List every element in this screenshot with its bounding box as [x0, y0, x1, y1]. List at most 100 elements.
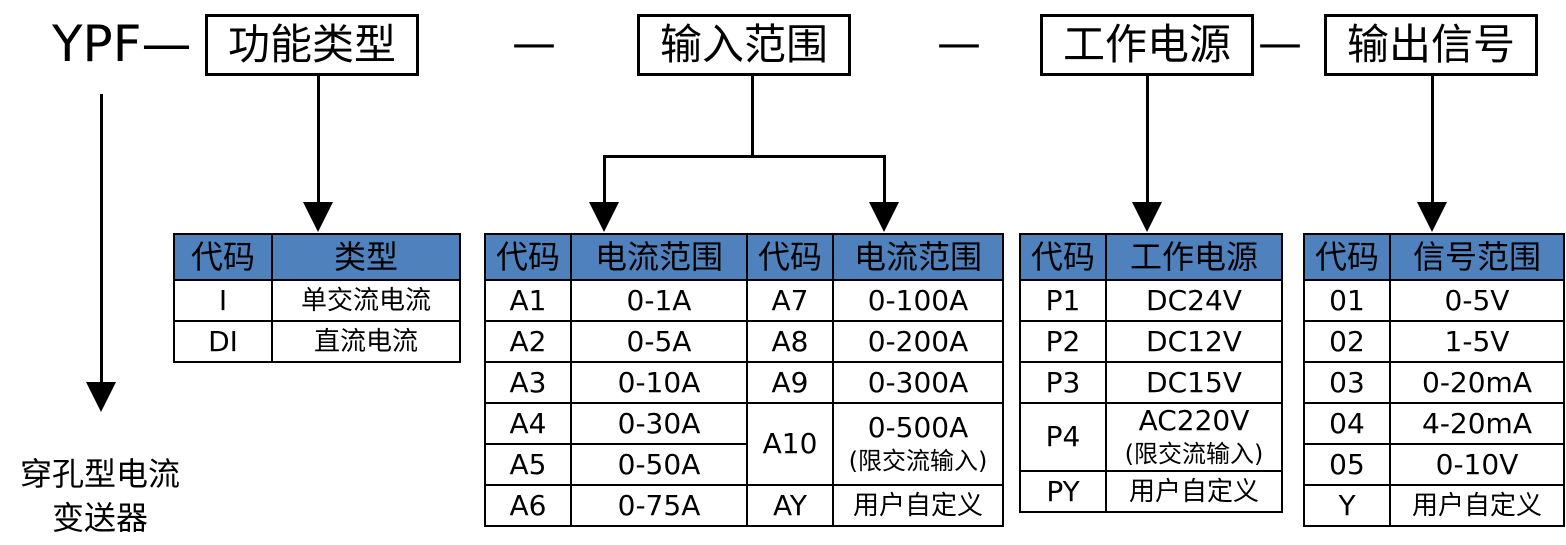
model-prefix: YPF— — [52, 15, 192, 73]
power-arrow-head — [1132, 202, 1162, 232]
power-connector-line — [1146, 76, 1149, 204]
output-signal-box: 输出信号 — [1324, 14, 1538, 76]
table-row: 02 1-5V — [1303, 320, 1565, 363]
table-row: P3 DC15V — [1019, 361, 1283, 404]
code-cell: A7 — [746, 279, 834, 322]
a10-range-note: (限交流输入) — [848, 447, 988, 475]
separator-1: — — [512, 18, 556, 69]
table-row: 05 0-10V — [1303, 443, 1565, 486]
header-code: 代码 — [746, 233, 834, 281]
table-row: A2 0-5A A8 0-200A — [484, 320, 1004, 363]
input-left-arrow-head — [589, 202, 619, 232]
output-signal-table: 代码 信号范围 01 0-5V 02 1-5V 03 0-20mA 04 4-2… — [1303, 233, 1565, 527]
header-code: 代码 — [1303, 233, 1391, 281]
signal-cell: 0-5V — [1389, 279, 1565, 322]
product-name: 穿孔型电流 变送器 — [2, 452, 198, 540]
code-cell: A1 — [484, 279, 572, 322]
p4-power-note: (限交流输入) — [1124, 440, 1264, 468]
header-type: 类型 — [271, 233, 461, 281]
range-cell: 0-100A — [832, 279, 1004, 322]
input-stem-line — [751, 76, 754, 157]
header-code: 代码 — [484, 233, 572, 281]
code-cell: Y — [1303, 484, 1391, 527]
table-row: 03 0-20mA — [1303, 361, 1565, 404]
output-arrow-head — [1417, 202, 1447, 232]
code-cell: A3 — [484, 361, 572, 404]
table-row: I 单交流电流 — [173, 279, 461, 322]
power-cell: DC15V — [1105, 361, 1283, 404]
range-cell: 0-1A — [570, 279, 748, 322]
p4-power-value: AC220V — [1138, 404, 1250, 437]
input-range-table: 代码 电流范围 代码 电流范围 A1 0-1A A7 0-100A A2 0-5… — [484, 233, 1004, 527]
header-current-range: 电流范围 — [570, 233, 748, 281]
header-signal-range: 信号范围 — [1389, 233, 1565, 281]
table-row: P1 DC24V — [1019, 279, 1283, 322]
input-branch-line — [603, 155, 886, 158]
product-connector-line — [100, 94, 103, 384]
output-connector-line — [1431, 76, 1434, 204]
header-code: 代码 — [1019, 233, 1107, 281]
code-cell: P2 — [1019, 320, 1107, 363]
code-cell: A8 — [746, 320, 834, 363]
code-cell: 01 — [1303, 279, 1391, 322]
table-row: A5 0-50A — [484, 443, 1003, 486]
table-row: Y 用户自定义 — [1303, 484, 1565, 527]
range-cell: 0-75A — [570, 484, 748, 527]
function-arrow-head — [303, 202, 333, 232]
power-supply-box: 工作电源 — [1040, 14, 1254, 76]
signal-cell: 0-20mA — [1389, 361, 1565, 404]
code-cell: I — [173, 279, 273, 322]
product-name-line-2: 变送器 — [51, 499, 148, 537]
code-cell: A4 — [484, 402, 572, 445]
product-name-line-1: 穿孔型电流 — [19, 455, 180, 493]
power-cell: DC12V — [1105, 320, 1283, 363]
signal-cell: 用户自定义 — [1389, 484, 1565, 527]
code-cell: A6 — [484, 484, 572, 527]
power-cell-p4: AC220V (限交流输入) — [1105, 402, 1283, 472]
separator-3: — — [1258, 18, 1302, 69]
code-cell: 03 — [1303, 361, 1391, 404]
signal-cell: 4-20mA — [1389, 402, 1565, 445]
code-cell: P3 — [1019, 361, 1107, 404]
table-row: DI 直流电流 — [173, 320, 461, 363]
power-cell-custom: 用户自定义 — [1105, 470, 1283, 513]
header-current-range: 电流范围 — [832, 233, 1004, 281]
code-cell: 04 — [1303, 402, 1391, 445]
power-supply-table: 代码 工作电源 P1 DC24V P2 DC12V P3 DC15V P4 AC… — [1019, 233, 1283, 513]
code-cell: P1 — [1019, 279, 1107, 322]
function-type-box: 功能类型 — [205, 14, 419, 76]
table-row: A4 0-30A A10 0-500A (限交流输入) — [484, 402, 1004, 486]
table-row: A6 0-75A AY 用户自定义 — [484, 484, 1004, 527]
code-cell-custom: PY — [1019, 470, 1107, 513]
input-range-box: 输入范围 — [637, 14, 851, 76]
table-header-row: 代码 信号范围 — [1303, 233, 1565, 281]
product-arrow-head — [86, 382, 116, 412]
table-row: A3 0-10A A9 0-300A — [484, 361, 1004, 404]
table-header-row: 代码 类型 — [173, 233, 461, 281]
code-cell-p4: P4 — [1019, 402, 1107, 472]
table-row: 01 0-5V — [1303, 279, 1565, 322]
code-cell: A5 — [484, 443, 572, 486]
table-row: A1 0-1A A7 0-100A — [484, 279, 1004, 322]
power-cell: DC24V — [1105, 279, 1283, 322]
table-header-row: 代码 电流范围 代码 电流范围 — [484, 233, 1004, 281]
header-power: 工作电源 — [1105, 233, 1283, 281]
range-cell: 0-200A — [832, 320, 1004, 363]
signal-cell: 1-5V — [1389, 320, 1565, 363]
table-row: P2 DC12V — [1019, 320, 1283, 363]
range-cell: 0-30A — [570, 402, 748, 445]
range-cell: 0-10A — [570, 361, 748, 404]
function-connector-line — [317, 76, 320, 204]
signal-cell: 0-10V — [1389, 443, 1565, 486]
function-type-table: 代码 类型 I 单交流电流 DI 直流电流 — [173, 233, 461, 363]
type-cell: 单交流电流 — [271, 279, 461, 322]
input-right-drop-line — [883, 155, 886, 204]
header-code: 代码 — [173, 233, 273, 281]
range-cell: 0-5A — [570, 320, 748, 363]
table-row: 04 4-20mA — [1303, 402, 1565, 445]
code-cell-a10: A10 — [746, 402, 834, 486]
code-cell: DI — [173, 320, 273, 363]
range-cell: 0-300A — [832, 361, 1004, 404]
type-cell: 直流电流 — [271, 320, 461, 363]
code-cell-custom: AY — [746, 484, 834, 527]
